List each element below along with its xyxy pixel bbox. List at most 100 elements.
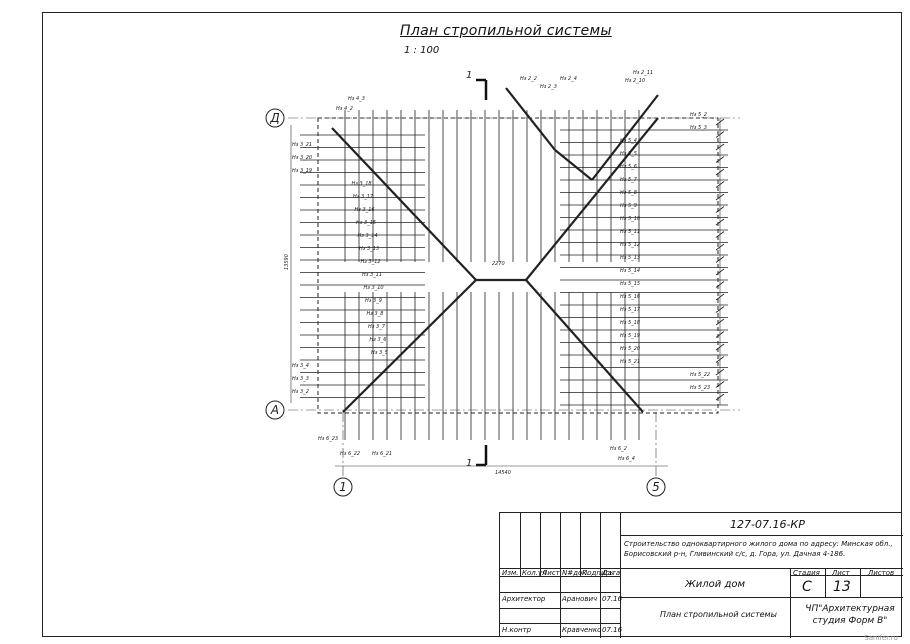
title-block: Изм. Кол.уч Лист N#док. Подпись Дата Арх… bbox=[499, 512, 903, 638]
rafter-label-left: Нз 3_18 bbox=[352, 181, 372, 187]
rafter-label-right: Нз 5_14 bbox=[620, 268, 640, 274]
rafter-label-left: Нз 3_8 bbox=[367, 311, 384, 317]
rafter-label-bottom: Нз 6_23 bbox=[318, 436, 338, 442]
rafter-label-left: Нз 3_4 bbox=[292, 363, 309, 369]
axis-lines bbox=[288, 117, 740, 478]
hdr-izm: Изм. bbox=[502, 569, 519, 577]
rafter-label-bottom: Нз 6_22 bbox=[340, 451, 360, 457]
rafter-label-top: Нз 2_3 bbox=[540, 84, 557, 90]
section-marks bbox=[476, 78, 488, 467]
dim-ridge: 2270 bbox=[492, 261, 505, 267]
hip-top-left bbox=[331, 127, 477, 281]
rafter-label-left: Нз 3_11 bbox=[362, 272, 382, 278]
rafter-label-right: Нз 5_18 bbox=[620, 320, 640, 326]
hip-lines bbox=[331, 87, 659, 413]
sheet-title: План стропильной системы bbox=[660, 610, 777, 619]
outline bbox=[317, 117, 719, 414]
dim-overall-width: 14540 bbox=[495, 470, 511, 476]
valley-mid bbox=[554, 149, 593, 181]
rafter-label-top: Нз 2_11 bbox=[633, 70, 653, 76]
rafter-label-left: Нз 3_6 bbox=[370, 337, 387, 343]
rafter-label-top: Нз 4_2 bbox=[336, 106, 353, 112]
architect-role: Архитектор bbox=[502, 595, 546, 603]
valley-right bbox=[591, 94, 659, 181]
project-address: Строительство одноквартирного жилого дом… bbox=[624, 540, 893, 558]
rafter-label-left: Нз 3_12 bbox=[361, 259, 381, 265]
hdr-kol: Кол.уч bbox=[522, 569, 547, 577]
sheet-header: Лист bbox=[832, 569, 850, 577]
rafter-label-left: Нз 3_3 bbox=[292, 376, 309, 382]
section-mark-bottom: 1 bbox=[466, 458, 472, 469]
rafter-label-right: Нз 5_8 bbox=[620, 190, 637, 196]
rafter-label-right: Нз 5_4 bbox=[620, 138, 637, 144]
hip-bottom-right bbox=[525, 279, 644, 413]
rafter-label-right: Нз 5_6 bbox=[620, 164, 637, 170]
rafter-label-right: Нз 5_11 bbox=[620, 229, 640, 235]
stage-value: С bbox=[802, 579, 812, 595]
rafter-label-left: Нз 3_7 bbox=[368, 324, 386, 330]
hdr-list: Лист bbox=[542, 569, 560, 577]
rafter-label-right: Нз 5_7 bbox=[620, 177, 638, 183]
control-name: Кравченко bbox=[562, 626, 602, 634]
axis-letter-top: Д bbox=[269, 111, 279, 125]
control-date: 07.16 bbox=[602, 626, 623, 634]
rafter-label-right: Нз 5_20 bbox=[620, 346, 640, 352]
rafter-labels-right: Нз 5_2 Нз 5_3 Нз 5_4 Нз 5_5 Нз 5_6 Нз 5_7 Нз 5… bbox=[620, 112, 710, 391]
rafter-label-left: Нз 3_14 bbox=[358, 233, 378, 239]
rafter-label-left: Нз 3_20 bbox=[292, 155, 312, 161]
rafter-label-right: Нз 5_22 bbox=[690, 372, 710, 378]
drawing-title: План стропильной системы bbox=[400, 23, 612, 39]
architect-name: Аранович bbox=[562, 595, 598, 603]
rafter-label-top: Нз 4_3 bbox=[348, 96, 365, 102]
sheets-header: Листов bbox=[868, 569, 895, 577]
watermark: Sanifer.ru bbox=[864, 634, 898, 642]
rafter-label-left: Нз 3_19 bbox=[292, 168, 312, 174]
doc-code: 127-07.16-КР bbox=[730, 518, 805, 531]
rafter-label-left: Нз 3_10 bbox=[364, 285, 384, 291]
hdr-podpis: Подпись bbox=[582, 569, 614, 577]
rafter-label-right: Нз 5_9 bbox=[620, 203, 637, 209]
rafter-label-right: Нз 5_3 bbox=[690, 125, 707, 131]
rafter-label-right: Нз 5_2 bbox=[690, 112, 707, 118]
rafter-label-left: Нз 3_15 bbox=[356, 220, 376, 226]
rafter-label-right: Нз 5_19 bbox=[620, 333, 640, 339]
sheet-value: 13 bbox=[833, 579, 851, 595]
rafter-label-right: Нз 5_23 bbox=[690, 385, 710, 391]
hdr-ndok: N#док. bbox=[562, 569, 589, 577]
rafter-label-bottom: Нз 6_21 bbox=[372, 451, 392, 457]
control-role: Н.контр bbox=[502, 626, 532, 634]
rafter-label-bottom: Нз 6_2 bbox=[610, 446, 627, 452]
dimension-lines bbox=[290, 118, 721, 467]
building-name: Жилой дом bbox=[685, 579, 746, 590]
rafter-label-right: Нз 5_21 bbox=[620, 359, 640, 365]
rafter-label-right: Нз 5_10 bbox=[620, 216, 640, 222]
rafter-label-right: Нз 5_5 bbox=[620, 151, 637, 157]
hdr-data: Дата bbox=[602, 569, 621, 577]
drawing-scale: 1 : 100 bbox=[404, 45, 440, 56]
axis-num-left: 1 bbox=[339, 480, 347, 494]
rafter-label-right: Нз 5_16 bbox=[620, 294, 640, 300]
rafter-label-right: Нз 5_13 bbox=[620, 255, 640, 261]
rafter-label-left: Нз 3_5 bbox=[371, 350, 388, 356]
rafter-label-left: Нз 3_2 bbox=[292, 389, 309, 395]
valley-left bbox=[505, 87, 556, 151]
hip-bottom-left bbox=[342, 279, 477, 413]
axis-markers: Д А 1 5 bbox=[265, 108, 666, 497]
section-mark-top: 1 bbox=[466, 70, 472, 81]
sheet-frame bbox=[42, 12, 902, 637]
rafter-label-right: Нз 5_15 bbox=[620, 281, 640, 287]
organization: ЧП"Архитектурная студия Форм В" bbox=[805, 604, 895, 626]
rafter-label-left: Нз 3_17 bbox=[353, 194, 374, 200]
hip-top-right bbox=[525, 117, 659, 281]
stage-header: Стадия bbox=[793, 569, 820, 577]
rafter-label-top: Нз 2_4 bbox=[560, 76, 577, 82]
rafter-label-right: Нз 5_17 bbox=[620, 307, 641, 313]
rafter-labels-top: Нз 2_2Нз 2_3Нз 2_4 Нз 2_10 Нз 2_11 Нз 4_2 Нз… bbox=[336, 70, 653, 112]
rafter-label-top: Нз 2_2 bbox=[520, 76, 537, 82]
dim-overall-height: 13590 bbox=[284, 254, 290, 270]
rafter-label-top: Нз 2_10 bbox=[625, 78, 645, 84]
rafter-label-left: Нз 3_21 bbox=[292, 142, 312, 148]
architect-date: 07.16 bbox=[602, 595, 623, 603]
